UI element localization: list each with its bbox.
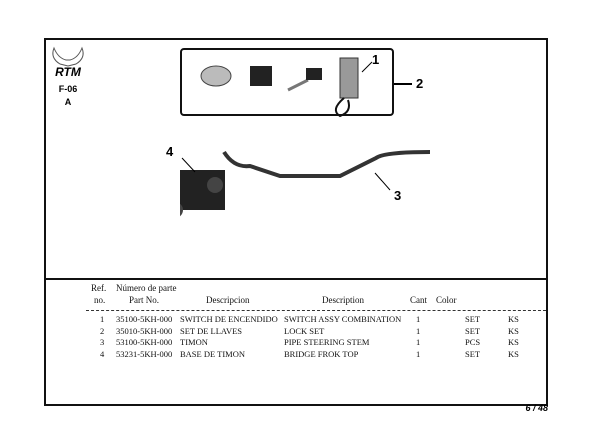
header-part-top: Número de parte (116, 283, 177, 293)
header-ref: no. (94, 295, 106, 305)
row-4-cant: 1 (416, 348, 421, 359)
header-part: Part No. (129, 295, 159, 305)
parts-table: Ref. no. Número de parte Part No. Descri… (44, 278, 546, 406)
ignition-switch-part (339, 57, 359, 99)
header-color: Color (436, 295, 457, 305)
row-1-ref: 1 (100, 314, 105, 324)
svg-text:RTM: RTM (55, 65, 82, 78)
eagle-logo-icon: RTM (52, 46, 84, 79)
row-2-cant: 1 (416, 325, 421, 336)
lock-bracket-part (250, 66, 272, 86)
page-number: 6 / 48 (525, 403, 548, 413)
row-4-ref: 4 (100, 348, 105, 359)
figure-section: A (64, 97, 72, 107)
row-4-color: KS (508, 348, 519, 359)
row-3-color: KS (508, 337, 519, 347)
row-3-unit: PCS (465, 337, 481, 347)
row-3-ref: 3 (100, 337, 105, 347)
header-description: Description (322, 295, 364, 305)
row-2-unit: SET (465, 325, 481, 336)
row-4-unit: SET (465, 348, 481, 359)
callout-4: 4 (166, 144, 174, 159)
header-ref-top: Ref. (91, 283, 107, 293)
row-2-part: 35010-5KH-000 (116, 325, 173, 336)
row-1-part: 35100-5KH-000 (116, 314, 173, 324)
row-4-descripcion: BASE DE TIMON (180, 348, 246, 359)
row-2-description: LOCK SET (284, 325, 325, 336)
row-4-description: BRIDGE FROK TOP (284, 348, 359, 359)
bridge-top-part (180, 170, 225, 217)
header-cant: Cant (410, 295, 427, 305)
callout-1: 1 (372, 52, 380, 67)
row-3-description: PIPE STEERING STEM (284, 337, 370, 347)
row-4-part: 53231-5KH-000 (116, 348, 173, 359)
drawing-frame (44, 38, 548, 406)
row-2-descripcion: SET DE LLAVES (180, 325, 243, 336)
row-2-ref: 2 (100, 325, 105, 336)
row-3-cant: 1 (416, 337, 421, 347)
parts-illustration (180, 57, 431, 217)
row-1-description: SWITCH ASSY COMBINATION (284, 314, 402, 324)
row-3-descripcion: TIMON (180, 337, 208, 347)
row-3-part: 53100-5KH-000 (116, 337, 173, 347)
row-2-color: KS (508, 325, 519, 336)
header-descripcion: Descripcion (206, 295, 250, 305)
handlebar-pipe-part (222, 150, 431, 178)
row-1-descripcion: SWITCH DE ENCENDIDO (180, 314, 278, 324)
callout-2: 2 (416, 76, 424, 91)
brand-logo: RTM F-06 A (48, 44, 88, 107)
row-1-unit: SET (465, 314, 481, 324)
row-1-color: KS (508, 314, 519, 324)
fuel-cap-part (200, 65, 232, 87)
figure-code: F-06 (58, 84, 78, 94)
row-1-cant: 1 (416, 314, 421, 324)
ignition-switch-set-box (180, 48, 394, 116)
callout-3: 3 (394, 188, 402, 203)
key-part (287, 78, 309, 92)
